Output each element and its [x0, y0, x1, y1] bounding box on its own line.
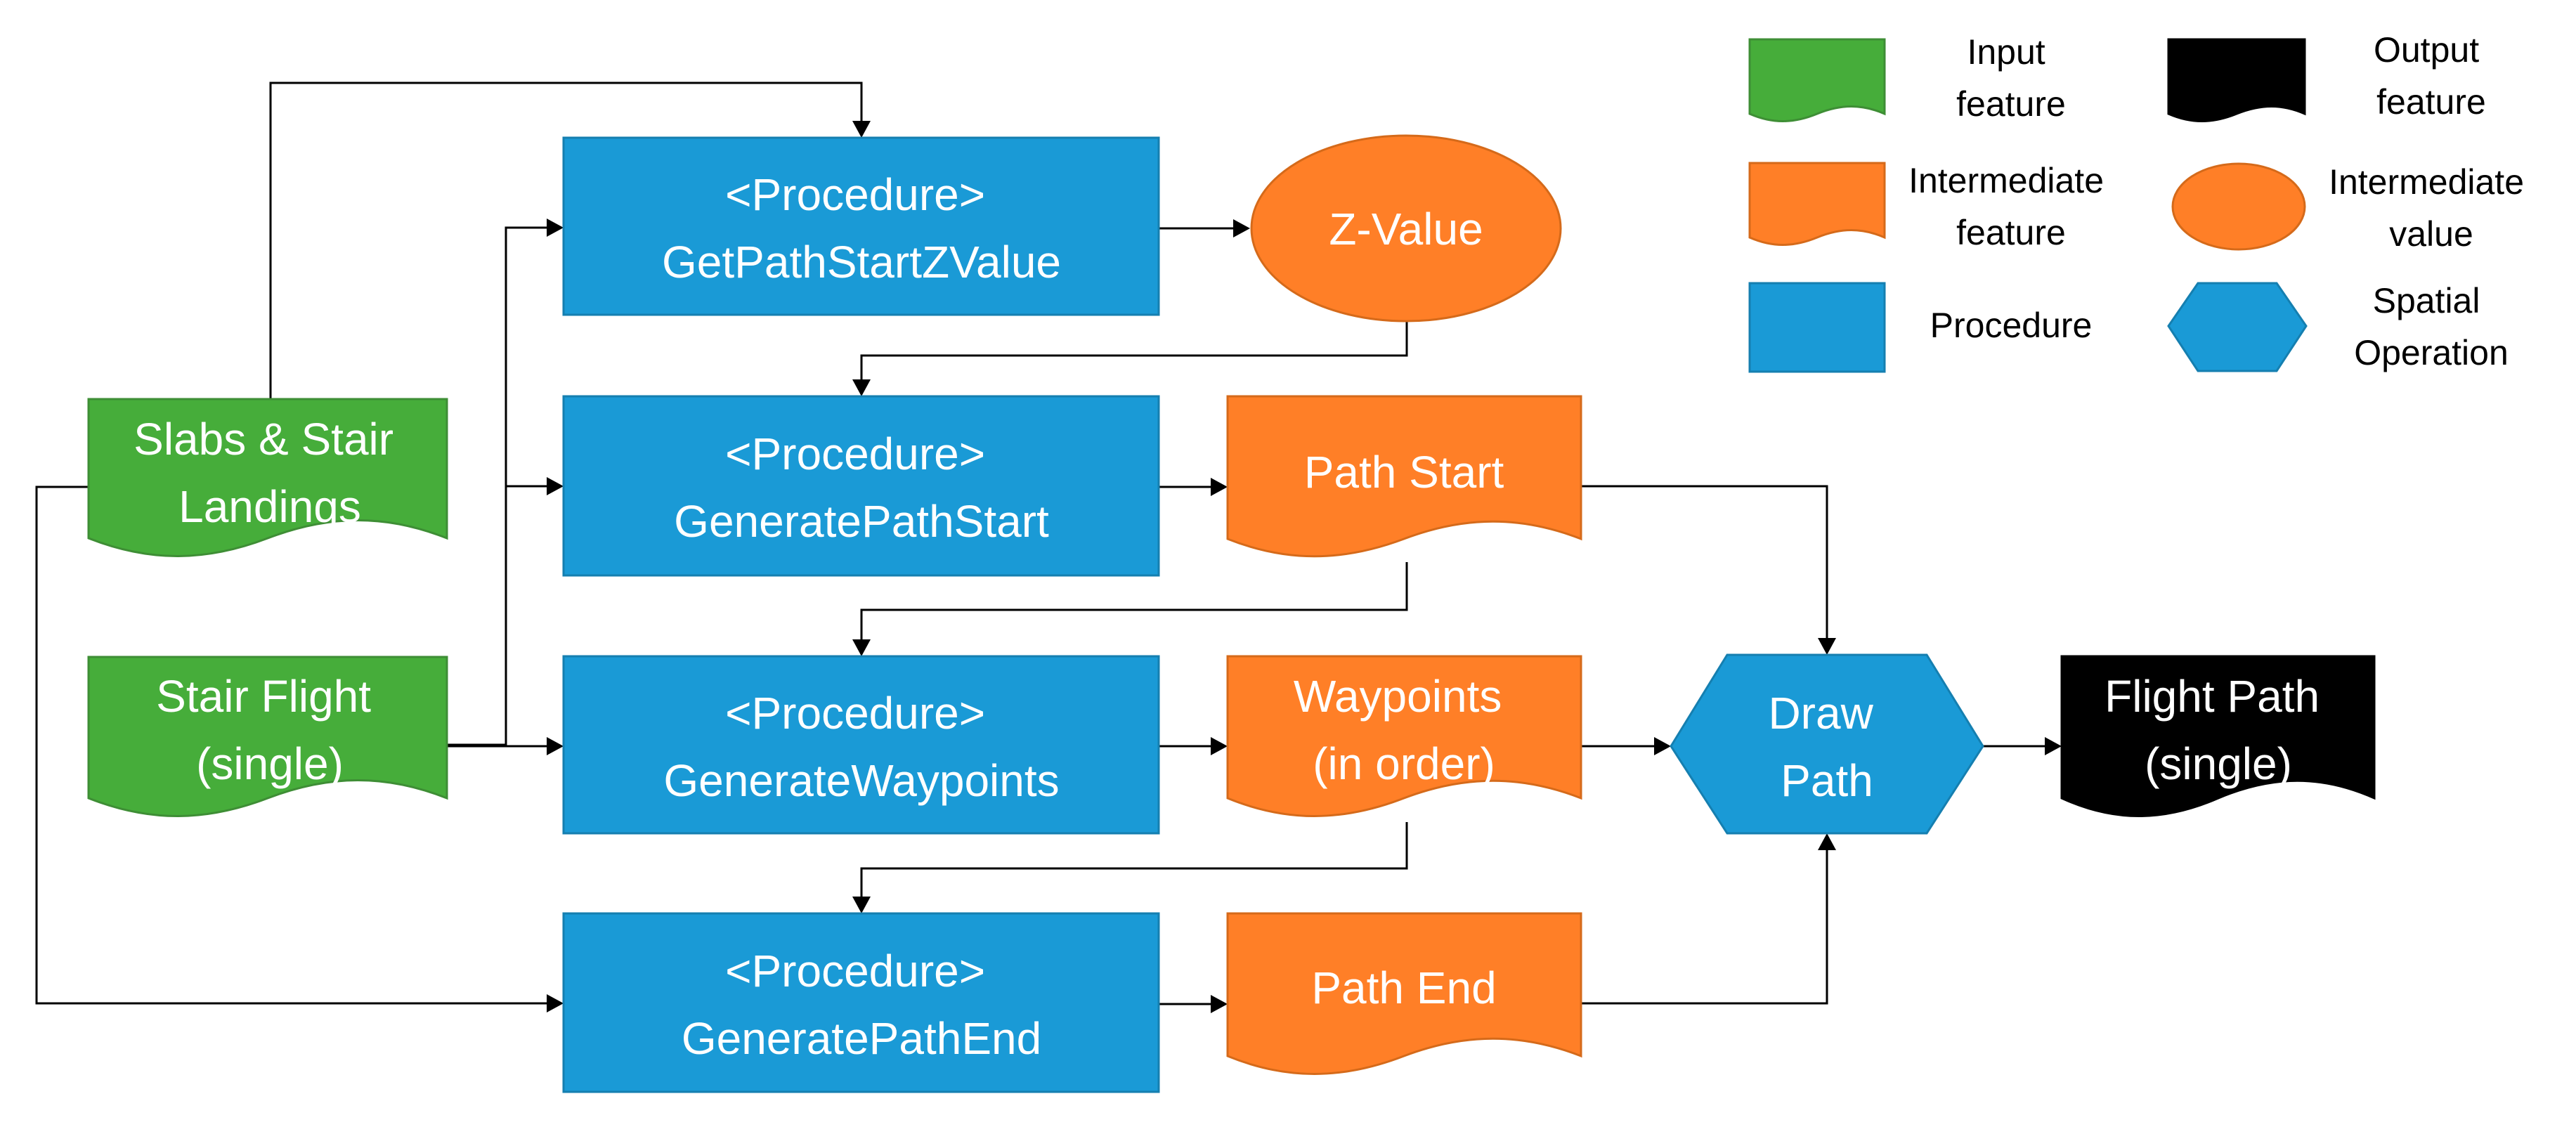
legend-label: Output feature — [2374, 30, 2489, 122]
node-waypoints[interactable]: Waypoints (in order) — [1226, 655, 1582, 817]
edge-path-start-to-proc-waypoints — [860, 562, 1408, 639]
node-label: <Procedure> GeneratePathEnd — [682, 946, 1041, 1064]
node-path-end[interactable]: Path End — [1226, 912, 1582, 1075]
blue-rectangle-icon — [1748, 282, 1886, 373]
edge-waypoints-to-proc-end — [860, 822, 1408, 897]
arrowhead — [547, 219, 564, 237]
input-document-shape — [87, 656, 448, 817]
legend-label: Spatial Operation — [2354, 281, 2509, 372]
node-proc-generate-waypoints[interactable]: <Procedure> GenerateWaypoints — [562, 655, 1160, 835]
procedure-shape — [562, 912, 1160, 1093]
arrowhead — [1211, 995, 1228, 1013]
node-label: Slabs & Stair Landings — [134, 414, 406, 532]
arrowhead — [1818, 833, 1836, 850]
legend-label: Intermediate value — [2329, 162, 2534, 254]
procedure-shape — [562, 395, 1160, 577]
output-document-shape — [2060, 655, 2376, 817]
edge-zvalue-to-proc-start — [860, 320, 1408, 379]
black-document-icon — [2167, 38, 2306, 122]
node-path-start[interactable]: Path Start — [1226, 395, 1582, 558]
edge-path-end-to-draw-path — [1581, 850, 1828, 1005]
legend-label: Intermediate feature — [1908, 161, 2114, 252]
node-label: Z-Value — [1329, 204, 1483, 254]
legend-item-intermediate-feature: Intermediate feature — [1748, 161, 2114, 252]
node-proc-generate-path-end[interactable]: <Procedure> GeneratePathEnd — [562, 912, 1160, 1093]
green-document-icon — [1748, 38, 1886, 122]
arrowhead — [547, 477, 564, 495]
node-label: <Procedure> GeneratePathStart — [674, 429, 1049, 547]
node-proc-get-path-start-z-value[interactable]: <Procedure> GetPathStartZValue — [562, 136, 1160, 316]
arrowhead — [852, 121, 871, 138]
node-flight-path[interactable]: Flight Path (single) — [2060, 655, 2376, 817]
node-label: Waypoints (in order) — [1294, 671, 1514, 789]
arrowhead — [1211, 478, 1228, 496]
node-slabs-stair-landings[interactable]: Slabs & Stair Landings — [87, 398, 448, 557]
arrowhead — [547, 994, 564, 1012]
intermediate-value-shape — [1250, 134, 1562, 323]
node-label: Path Start — [1304, 447, 1504, 497]
node-label: Stair Flight (single) — [156, 671, 384, 789]
input-document-shape — [87, 398, 448, 557]
node-z-value[interactable]: Z-Value — [1250, 134, 1562, 323]
procedure-shape — [562, 655, 1160, 835]
orange-document-icon — [1748, 162, 1886, 246]
orange-ellipse-icon — [2171, 162, 2306, 251]
legend-item-intermediate-value: Intermediate value — [2171, 162, 2534, 254]
legend-item-procedure: Procedure — [1748, 282, 2093, 373]
legend-item-output-feature: Output feature — [2167, 30, 2489, 122]
arrowhead — [1654, 737, 1671, 755]
node-label: <Procedure> GetPathStartZValue — [662, 169, 1061, 287]
edge-slabs-to-proc-end — [35, 486, 547, 1005]
procedure-shape — [562, 136, 1160, 316]
arrowhead — [1233, 219, 1250, 237]
intermediate-document-shape — [1226, 912, 1582, 1075]
edge-slabs-to-proc-zvalue — [269, 82, 863, 399]
arrowhead — [852, 379, 871, 396]
arrowhead — [1818, 638, 1836, 655]
node-label: <Procedure> GenerateWaypoints — [663, 688, 1059, 806]
node-label: Path End — [1311, 963, 1496, 1013]
node-label: Draw Path — [1768, 688, 1885, 806]
blue-hexagon-icon — [2167, 282, 2308, 372]
legend: Input feature Output feature Intermediat… — [1748, 30, 2534, 373]
legend-item-input-feature: Input feature — [1748, 32, 2066, 124]
legend-label: Procedure — [1930, 306, 2093, 345]
node-label: Flight Path (single) — [2105, 671, 2332, 789]
spatial-operation-shape — [1670, 653, 1984, 835]
arrowhead — [852, 897, 871, 913]
legend-item-spatial-operation: Spatial Operation — [2167, 281, 2509, 372]
edges — [35, 82, 2062, 1013]
arrowhead — [547, 737, 564, 755]
node-stair-flight[interactable]: Stair Flight (single) — [87, 656, 448, 817]
arrowhead — [852, 639, 871, 656]
legend-label: Input feature — [1956, 32, 2066, 124]
intermediate-document-shape — [1226, 655, 1582, 817]
intermediate-document-shape — [1226, 395, 1582, 558]
arrowhead — [1211, 737, 1228, 755]
edge-path-start-to-draw-path — [1581, 485, 1828, 638]
arrowhead — [2045, 737, 2062, 755]
node-proc-generate-path-start[interactable]: <Procedure> GeneratePathStart — [562, 395, 1160, 577]
node-draw-path[interactable]: Draw Path — [1670, 653, 1984, 835]
